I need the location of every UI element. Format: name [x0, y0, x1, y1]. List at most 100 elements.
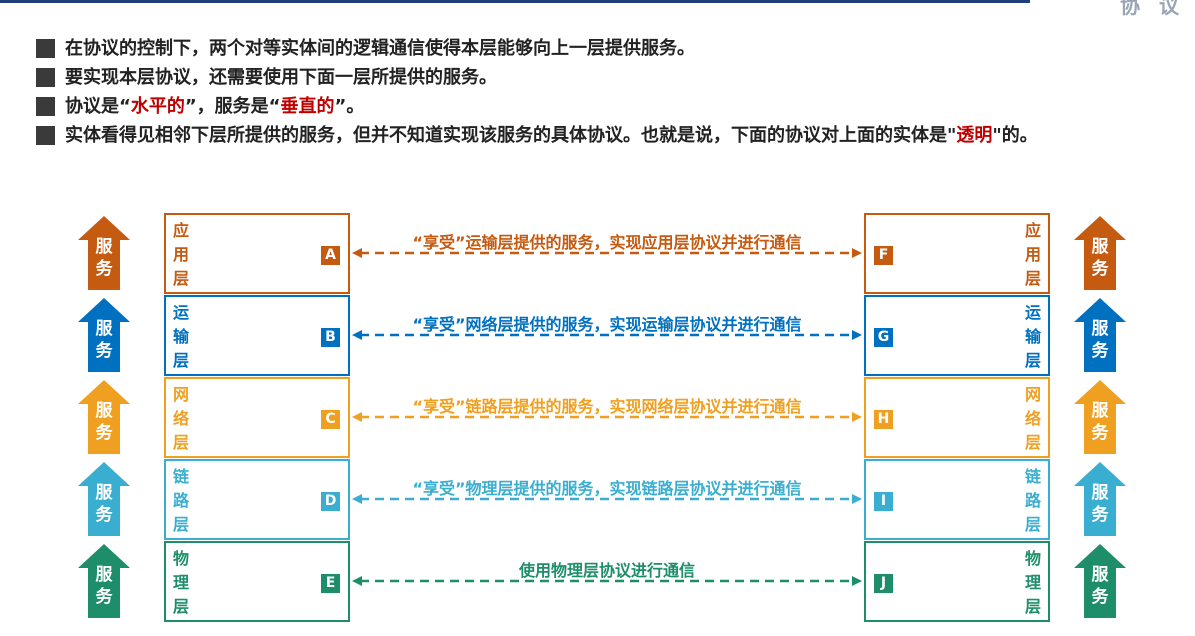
bullet-list: 在协议的控制下，两个对等实体间的逻辑通信使得本层能够向上一层提供服务。要实现本层… [36, 36, 1176, 152]
connection-label: “享受”网络层提供的服务，实现运输层协议并进行通信 [412, 315, 802, 334]
entity-letter: D [321, 492, 340, 511]
service-label: 服务 [95, 237, 113, 279]
arrowhead-icon [352, 248, 362, 258]
arrow-head [78, 544, 130, 568]
service-label: 服务 [1091, 237, 1109, 279]
layer-name: 链路层 [1024, 467, 1041, 534]
left-service-arrow-icon: 服务 [78, 380, 130, 454]
bullet-item: 实体看得见相邻下层所提供的服务，但并不知道实现该服务的具体协议。也就是说，下面的… [36, 123, 1176, 149]
arrow-head [78, 298, 130, 322]
service-label: 服务 [1091, 565, 1109, 607]
right-service-arrow-icon: 服务 [1074, 298, 1126, 372]
arrow-head [78, 462, 130, 486]
title-rule [0, 0, 1030, 3]
right-service-arrow-icon: 服务 [1074, 216, 1126, 290]
right-service-arrow-icon: 服务 [1074, 462, 1126, 536]
service-label: 服务 [1091, 319, 1109, 361]
arrow-stem [1084, 568, 1116, 618]
emphasis-text: 垂直的 [280, 96, 335, 117]
arrow-stem [88, 404, 120, 454]
layer-name: 运输层 [1024, 303, 1041, 370]
entity-letter: H [874, 410, 893, 429]
emphasis-text: 水平的 [130, 96, 185, 117]
layer-name: 应用层 [172, 221, 189, 288]
bullet-item: 在协议的控制下，两个对等实体间的逻辑通信使得本层能够向上一层提供服务。 [36, 36, 1176, 62]
arrow-stem [1084, 322, 1116, 372]
layer-name: 应用层 [1024, 221, 1041, 288]
service-label: 服务 [95, 483, 113, 525]
left-service-arrow-icon: 服务 [78, 462, 130, 536]
bullet-square-icon [36, 68, 55, 87]
arrow-stem [88, 568, 120, 618]
bullet-text-part: "的。 [992, 125, 1038, 146]
bullet-square-icon [36, 97, 55, 116]
top-bar: 协 议 [0, 0, 1195, 18]
service-label: 服务 [1091, 483, 1109, 525]
bullet-item: 要实现本层协议，还需要使用下面一层所提供的服务。 [36, 65, 1176, 91]
service-label: 服务 [95, 319, 113, 361]
bullet-text-part: 在协议的控制下，两个对等实体间的逻辑通信使得本层能够向上一层提供服务。 [65, 38, 695, 59]
left-service-arrow-icon: 服务 [78, 216, 130, 290]
arrowhead-icon [352, 576, 362, 586]
arrowhead-icon [352, 494, 362, 504]
service-label: 服务 [1091, 401, 1109, 443]
connection-label: 使用物理层协议进行通信 [518, 561, 695, 580]
arrow-head [1074, 216, 1126, 240]
arrow-stem [1084, 240, 1116, 290]
right-layer-box: 链路层 I [864, 459, 1050, 540]
service-label: 服务 [95, 401, 113, 443]
connection-label: “享受”物理层提供的服务，实现链路层协议并进行通信 [412, 479, 802, 498]
arrowhead-icon [852, 576, 862, 586]
arrow-head [1074, 298, 1126, 322]
right-service-arrow-icon: 服务 [1074, 544, 1126, 618]
arrow-stem [88, 486, 120, 536]
left-layer-box: 物理层 E [164, 541, 350, 622]
arrow-head [1074, 544, 1126, 568]
emphasis-text: 透明 [956, 125, 993, 146]
arrow-stem [1084, 404, 1116, 454]
bullet-text-part: 实体看得见相邻下层所提供的服务，但并不知道实现该服务的具体协议。也就是说，下面的… [65, 125, 957, 146]
layer-name: 物理层 [172, 549, 189, 616]
bullet-square-icon [36, 126, 55, 145]
entity-letter: G [874, 328, 893, 347]
bullet-text: 协议是“水平的”，服务是“垂直的”。 [65, 94, 1176, 120]
bullet-text-part: 协议是“ [65, 96, 131, 117]
arrowhead-icon [852, 494, 862, 504]
connection-label: “享受”运输层提供的服务，实现应用层协议并进行通信 [412, 233, 802, 252]
layer-name: 网络层 [172, 385, 189, 452]
bullet-text: 要实现本层协议，还需要使用下面一层所提供的服务。 [65, 65, 1176, 91]
right-layer-box: 运输层 G [864, 295, 1050, 376]
bullet-text: 在协议的控制下，两个对等实体间的逻辑通信使得本层能够向上一层提供服务。 [65, 36, 1176, 62]
bullet-text: 实体看得见相邻下层所提供的服务，但并不知道实现该服务的具体协议。也就是说，下面的… [65, 123, 1176, 149]
arrowhead-icon [352, 412, 362, 422]
entity-letter: B [321, 328, 340, 347]
left-layer-box: 应用层 A [164, 213, 350, 294]
left-service-arrow-icon: 服务 [78, 544, 130, 618]
bullet-text-part: 要实现本层协议，还需要使用下面一层所提供的服务。 [65, 67, 497, 88]
left-service-arrow-icon: 服务 [78, 298, 130, 372]
arrow-head [1074, 380, 1126, 404]
arrow-stem [1084, 486, 1116, 536]
arrowhead-icon [352, 330, 362, 340]
layer-name: 运输层 [172, 303, 189, 370]
entity-letter: C [321, 410, 340, 429]
left-layer-box: 运输层 B [164, 295, 350, 376]
corner-title: 协 议 [1120, 0, 1185, 18]
bullet-text-part: ”。 [334, 96, 365, 117]
entity-letter: I [874, 492, 893, 511]
entity-letter: E [321, 574, 340, 593]
arrow-head [1074, 462, 1126, 486]
arrow-stem [88, 322, 120, 372]
layer-name: 物理层 [1024, 549, 1041, 616]
service-label: 服务 [95, 565, 113, 607]
arrow-head [78, 216, 130, 240]
right-service-arrow-icon: 服务 [1074, 380, 1126, 454]
bullet-item: 协议是“水平的”，服务是“垂直的”。 [36, 94, 1176, 120]
entity-letter: A [321, 246, 340, 265]
arrowhead-icon [852, 248, 862, 258]
arrowhead-icon [852, 330, 862, 340]
